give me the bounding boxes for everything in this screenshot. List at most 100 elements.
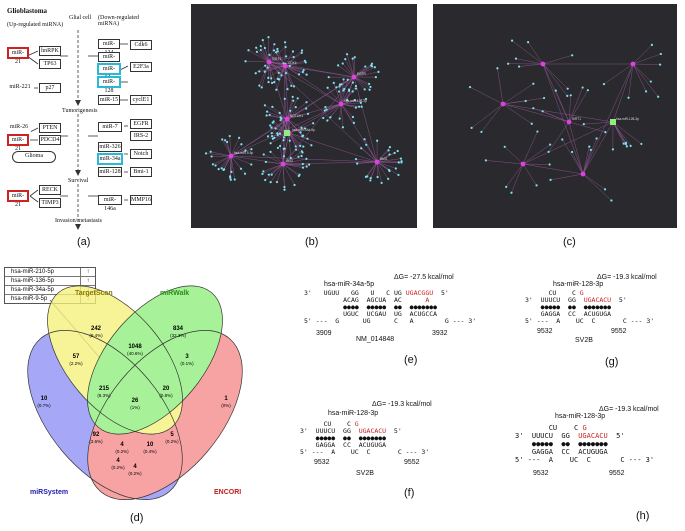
gene-node — [210, 155, 213, 158]
target-pten: PTEN — [39, 123, 61, 133]
panel-label-a: (a) — [77, 236, 91, 248]
venn-region-count: 5 — [170, 432, 174, 438]
gene-node — [267, 80, 270, 84]
gene-node — [595, 137, 598, 140]
gene-node — [649, 80, 652, 83]
gene-node — [275, 180, 279, 184]
mirna-row: hsa-miR-210-5p↑ — [5, 268, 95, 277]
gene-node — [283, 41, 287, 44]
venn-label-mirsystem: miRSystem — [30, 489, 68, 496]
mir-124-box: miR-124 — [98, 39, 120, 56]
mir-15-box: miR-15 — [98, 95, 120, 105]
duplex-g: ΔG= -19.3 kcal/mol hsa-miR-128-3p CU C G… — [515, 272, 675, 354]
gene-node — [505, 185, 508, 188]
gene-node — [369, 179, 372, 182]
target-cdk6: Cdk6 — [130, 40, 152, 50]
gene-node — [297, 73, 301, 76]
gene-node — [240, 143, 243, 146]
duplex-h-seq: CU C G 3' UUUCU GG UGACACU 5' ●●●●● ●● ●… — [515, 424, 655, 464]
gene-node — [294, 106, 297, 109]
gene-node — [301, 70, 304, 74]
gene-node — [569, 94, 572, 97]
venn-region-percent: (0.8%) — [159, 393, 173, 398]
gene-node — [224, 139, 227, 142]
venn-set-mirwalk — [87, 285, 223, 435]
gene-node — [310, 144, 313, 147]
gene-node — [400, 160, 403, 163]
gene-node — [266, 135, 270, 138]
duplex-e-start: 3909 — [316, 330, 332, 337]
venn-region-percent: (1%) — [130, 405, 140, 410]
venn-region-count: 20 — [163, 386, 170, 392]
gene-node — [657, 95, 660, 98]
gene-node — [581, 86, 584, 89]
gene-node — [261, 172, 264, 175]
gene-node — [346, 78, 349, 81]
hub-node — [338, 101, 344, 107]
hub-label: SIRT1 — [272, 57, 281, 61]
gene-node — [377, 70, 380, 73]
gene-node — [270, 132, 273, 135]
gene-node — [353, 56, 356, 59]
gene-node — [363, 138, 366, 141]
venn-region-percent: (40.6%) — [127, 351, 143, 356]
gene-node — [507, 62, 510, 65]
gene-node — [306, 137, 309, 140]
gene-node — [325, 108, 328, 111]
gene-node — [542, 96, 546, 100]
gene-node — [360, 147, 363, 150]
gene-node — [282, 155, 285, 158]
gene-node — [484, 159, 487, 162]
gene-node — [220, 167, 223, 170]
target-notch: Notch — [130, 149, 152, 159]
duplex-h-mirna: hsa-miR-128-3p — [555, 413, 606, 420]
gene-node — [279, 116, 282, 119]
gene-node — [299, 144, 302, 147]
gene-node — [326, 119, 329, 122]
venn-region-percent: (0.2%) — [111, 465, 125, 470]
gene-node — [341, 62, 344, 65]
gene-node — [283, 188, 286, 191]
gene-node — [290, 84, 293, 87]
gene-node — [359, 101, 362, 104]
gene-node — [622, 142, 625, 145]
gene-node — [284, 45, 287, 49]
gene-node — [604, 131, 607, 134]
gene-node — [243, 172, 247, 175]
panel-label-g: (g) — [605, 356, 619, 368]
duplex-e-mirna: hsa-miR-34a-5p — [324, 281, 375, 288]
gene-node — [353, 98, 357, 102]
gene-node — [370, 62, 374, 65]
target-pdcd4: PDCD4 — [39, 135, 61, 145]
gene-node — [288, 64, 291, 67]
gene-node — [259, 48, 262, 52]
gene-node — [517, 65, 521, 68]
target-cycle1: cyclE1 — [130, 95, 152, 105]
venn-region-count: 10 — [41, 396, 48, 402]
gene-node — [329, 116, 332, 119]
gene-node — [262, 170, 265, 173]
target-mmp16: MMP16 — [130, 195, 152, 205]
gene-node — [659, 52, 662, 56]
gene-node — [380, 181, 383, 185]
gene-node — [261, 39, 264, 42]
mir-128-box-1: miR-128 — [97, 76, 121, 94]
gene-node — [337, 64, 340, 67]
gene-node — [283, 185, 286, 189]
mir-146a-box: miR-146a — [98, 195, 122, 212]
hub-node — [540, 61, 546, 67]
gene-node — [548, 163, 551, 166]
hub-node — [284, 116, 290, 122]
gene-node — [272, 120, 275, 123]
gene-node — [278, 111, 281, 114]
gene-node — [468, 85, 472, 89]
duplex-g-end: 9552 — [611, 328, 627, 335]
duplex-h-dg: ΔG= -19.3 kcal/mol — [599, 406, 659, 413]
venn-region-count: 1048 — [128, 344, 142, 350]
target-p27: p27 — [39, 83, 61, 93]
gene-node — [300, 154, 303, 158]
venn-region-percent: (32.3%) — [170, 333, 186, 338]
gene-node — [503, 145, 506, 148]
gene-node — [370, 65, 374, 68]
